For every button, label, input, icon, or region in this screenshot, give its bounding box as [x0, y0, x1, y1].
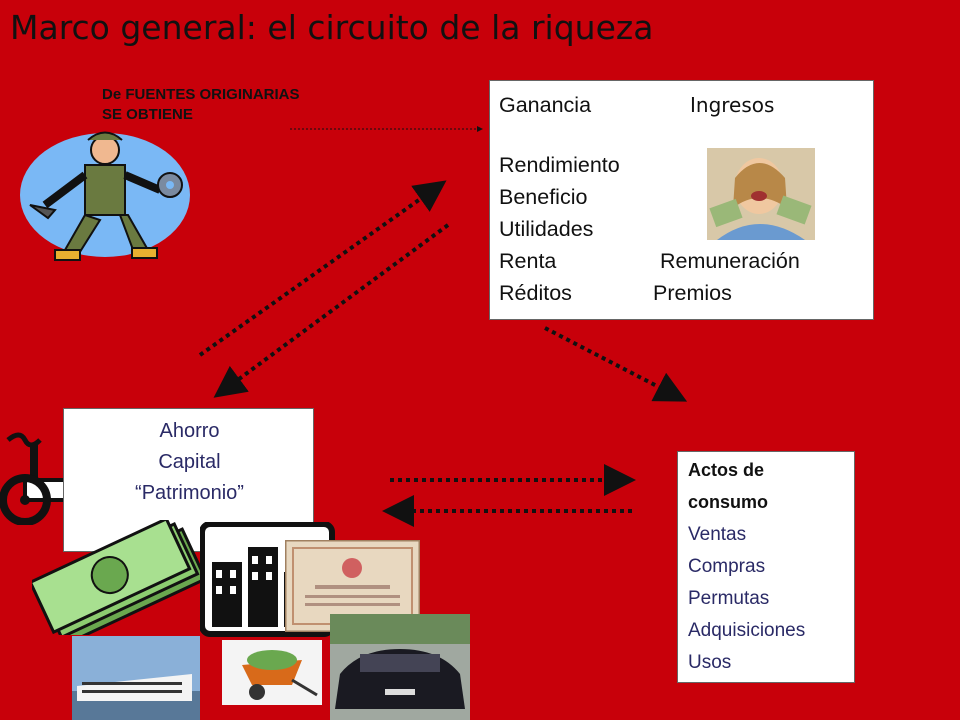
consumption-heading-line2: consumo: [688, 492, 769, 512]
arrow-income-to-savings: [213, 223, 450, 398]
term-utilidades: Utilidades: [499, 217, 594, 241]
source-label-line2: SE OBTIENE: [102, 106, 193, 123]
term-premios: Premios: [653, 281, 732, 305]
consumption-item: Compras: [688, 556, 766, 577]
term-beneficio: Beneficio: [499, 185, 588, 209]
consumption-item: Adquisiciones: [688, 620, 806, 641]
term-ganancia: Ganancia: [499, 93, 592, 117]
term-ingresos: Ingresos: [690, 93, 775, 117]
term-rendimiento: Rendimiento: [499, 153, 620, 177]
wheelbarrow-money-photo: [222, 640, 322, 705]
happy-woman-money-photo: [707, 148, 815, 240]
term-reditos: Réditos: [499, 281, 572, 305]
consumption-box: Actos de consumo Ventas Compras Permutas…: [677, 451, 855, 683]
term-ahorro: Ahorro: [159, 420, 220, 442]
car-photo: [330, 614, 470, 720]
arrow-income-to-consumption: [544, 326, 688, 402]
consumption-item: Ventas: [688, 524, 747, 545]
arrow-savings-to-income: [198, 180, 447, 357]
term-remuneracion: Remuneración: [660, 249, 800, 273]
term-renta: Renta: [499, 249, 557, 273]
income-box: Ganancia Ingresos Rendimiento Beneficio …: [489, 80, 874, 320]
consumption-item: Usos: [688, 652, 732, 673]
source-label: De FUENTES ORIGINARIAS SE OBTIENE: [102, 85, 300, 125]
worker-clipart: [20, 131, 190, 261]
consumption-item: Permutas: [688, 588, 770, 609]
slide-title: Marco general: el circuito de la riqueza: [10, 8, 654, 47]
term-capital: Capital: [158, 451, 221, 473]
cruise-ship-photo: [72, 636, 200, 720]
money-stack-clipart: [32, 520, 207, 635]
source-label-line1: De FUENTES ORIGINARIAS: [102, 86, 300, 103]
term-patrimonio: “Patrimonio”: [135, 482, 244, 504]
consumption-heading-line1: Actos de: [688, 460, 765, 480]
